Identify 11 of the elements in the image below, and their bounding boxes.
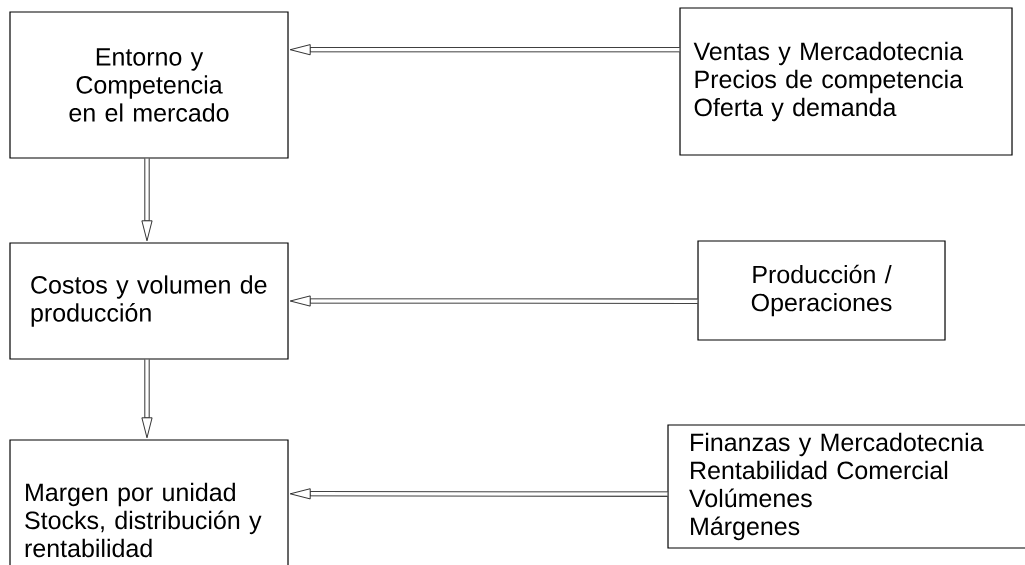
text-box: Margen por unidad Stocks, distribución y rentabilidad	[9, 439, 289, 565]
double-arrow	[289, 44, 680, 56]
double-arrow	[141, 158, 153, 242]
text-box: Ventas y Mercadotecnia Precios de competencia Oferta y demanda	[679, 7, 1013, 156]
text-box: Entorno y Competencia en el mercado	[9, 11, 289, 159]
text-box: Finanzas y Mercadotecnia Rentabilidad Comercial Volúmenes Márgenes	[667, 424, 1025, 549]
text-box: Costos y volumen de producción	[9, 242, 289, 360]
double-arrow	[289, 488, 668, 500]
double-arrow	[141, 359, 153, 439]
text-box: Producción / Operaciones	[697, 240, 946, 341]
double-arrow	[289, 295, 698, 307]
